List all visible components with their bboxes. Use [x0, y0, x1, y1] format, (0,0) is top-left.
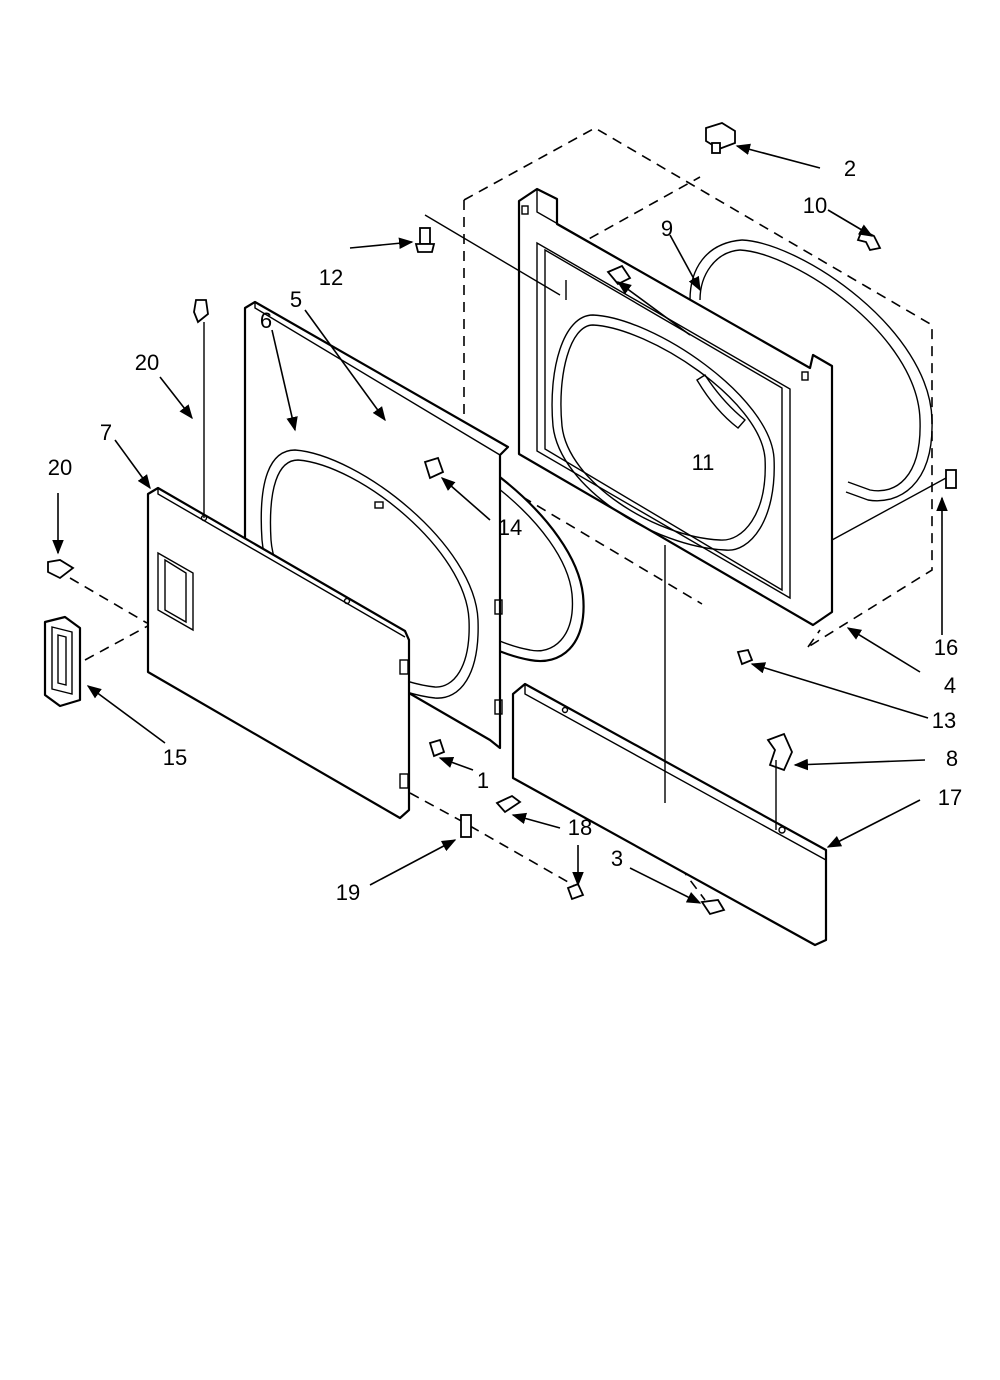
leader-lines [52, 143, 948, 904]
callout-20-left: 20 [48, 455, 72, 480]
callout-8: 8 [946, 746, 958, 771]
callout-5: 5 [290, 287, 302, 312]
door-handle [43, 615, 82, 708]
callout-7: 7 [100, 420, 112, 445]
drum-seal-ring [689, 239, 933, 502]
callout-16: 16 [934, 635, 958, 660]
callout-15: 15 [163, 745, 187, 770]
outer-door-panel [146, 486, 411, 820]
toe-panel [511, 682, 828, 947]
callout-9: 9 [661, 216, 673, 241]
callout-10: 10 [803, 193, 827, 218]
callout-14: 14 [498, 515, 522, 540]
callout-18: 18 [568, 815, 592, 840]
callout-6: 6 [260, 308, 272, 333]
callout-20-top: 20 [135, 350, 159, 375]
hardware-parts [47, 122, 957, 916]
front-panel-frame [517, 187, 834, 627]
callout-17: 17 [938, 785, 962, 810]
callout-1: 1 [477, 768, 489, 793]
callout-4: 4 [944, 673, 956, 698]
callout-19: 19 [336, 880, 360, 905]
callout-13: 13 [932, 708, 956, 733]
callout-12: 12 [319, 265, 343, 290]
callout-2: 2 [844, 156, 856, 181]
callout-labels: 1 2 3 4 5 6 7 8 9 10 11 12 13 14 15 16 1… [48, 156, 962, 905]
callout-3: 3 [611, 846, 623, 871]
callout-11: 11 [692, 450, 715, 475]
